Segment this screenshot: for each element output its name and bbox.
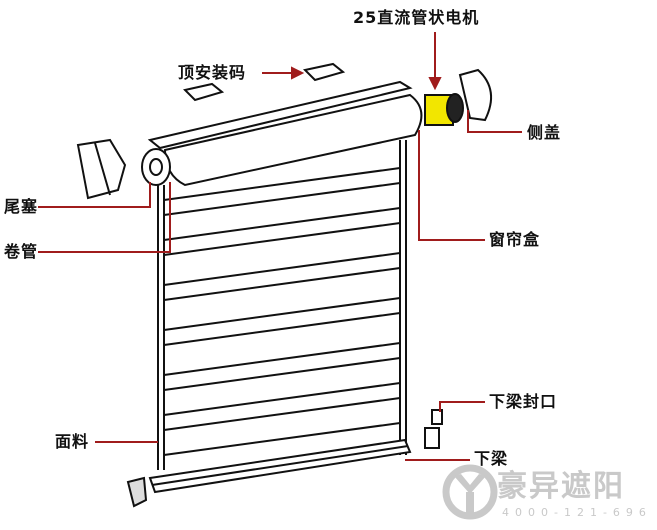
watermark-brand: 豪异遮阳: [497, 469, 625, 504]
label-motor: 25直流管状电机: [353, 8, 480, 27]
side-cover-part: [458, 68, 493, 122]
label-top-bracket: 顶安装码: [178, 63, 247, 82]
brand-logo-icon: [442, 464, 498, 520]
bottom-rail-cap-part: [424, 409, 443, 449]
label-side-cover: 侧盖: [527, 123, 562, 142]
label-bottom-rail: 下梁: [474, 449, 509, 468]
watermark-phone: 4000-121-696: [502, 506, 652, 519]
fabric-panel: [157, 140, 407, 470]
top-brackets: [183, 62, 346, 102]
label-roller-tube: 卷管: [4, 242, 39, 261]
label-bottom-rail-cap: 下梁封口: [489, 392, 558, 411]
tubular-motor: [424, 93, 464, 126]
label-end-plug: 尾塞: [4, 197, 39, 216]
cassette-box: [76, 80, 423, 200]
leader-lines: [38, 32, 522, 461]
label-cassette: 窗帘盒: [489, 230, 541, 249]
bottom-rail: [126, 438, 412, 508]
label-fabric: 面料: [55, 432, 90, 451]
